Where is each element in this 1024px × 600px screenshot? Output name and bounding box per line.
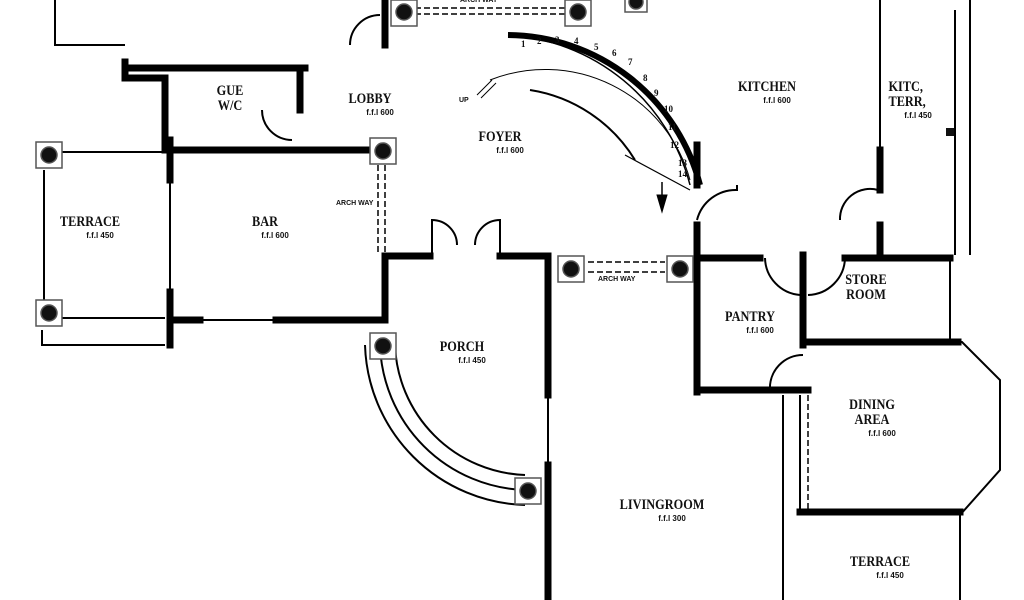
room-ffl: f.f.l 300 bbox=[658, 514, 686, 523]
room-ffl: f.f.l 600 bbox=[763, 96, 791, 105]
stair-step: 10 bbox=[664, 104, 673, 114]
room-name: LOBBY bbox=[348, 91, 392, 107]
room-kitchen-terrace: KITC,TERR,f.f.l 450 bbox=[884, 79, 932, 120]
room-name: GUE bbox=[216, 83, 244, 99]
room-name-2: W/C bbox=[217, 98, 243, 114]
stair-step: 6 bbox=[612, 48, 617, 58]
stair-step: 13 bbox=[678, 158, 687, 168]
staircase bbox=[476, 32, 703, 214]
room-name: KITCHEN bbox=[737, 79, 797, 95]
stair-step: 8 bbox=[643, 73, 648, 83]
stair-step: 9 bbox=[654, 88, 659, 98]
stair-step: 1 bbox=[521, 39, 526, 49]
room-name: KITC, bbox=[888, 79, 924, 95]
stair-step: 5 bbox=[594, 42, 599, 52]
arch-way-label: ARCH WAY bbox=[336, 200, 374, 207]
columns bbox=[35, 0, 954, 505]
room-ffl: f.f.l 450 bbox=[86, 231, 114, 240]
arch-way-label: ARCH WAY bbox=[598, 276, 636, 283]
room-name: STORE bbox=[845, 272, 887, 288]
room-ffl: f.f.l 600 bbox=[496, 146, 524, 155]
stair-step: 2 bbox=[537, 36, 542, 46]
room-name: PORCH bbox=[439, 339, 485, 355]
stair-step: 4 bbox=[574, 36, 579, 46]
arch-way-label: ARCH WAY bbox=[460, 0, 498, 4]
stair-step: 11 bbox=[668, 122, 677, 132]
room-ffl: f.f.l 600 bbox=[746, 326, 774, 335]
walls bbox=[121, 0, 964, 600]
stair-step: 3 bbox=[555, 35, 560, 45]
room-name: BAR bbox=[252, 214, 278, 230]
room-name: PANTRY bbox=[725, 309, 775, 325]
thin-lines bbox=[41, 0, 1001, 600]
room-ffl: f.f.l 600 bbox=[366, 108, 394, 117]
room-ffl: f.f.l 450 bbox=[458, 356, 486, 365]
room-name: TERRACE bbox=[849, 554, 911, 570]
room-ffl: f.f.l 600 bbox=[261, 231, 289, 240]
room-name-2: TERR, bbox=[888, 94, 926, 110]
stair-step: 12 bbox=[670, 140, 679, 150]
room-name-2: AREA bbox=[854, 412, 890, 428]
stair-step: 7 bbox=[628, 57, 633, 67]
room-name: TERRACE bbox=[59, 214, 121, 230]
stair-step: 14 bbox=[678, 169, 687, 179]
room-name: FOYER bbox=[478, 129, 522, 145]
room-name-2: ROOM bbox=[846, 287, 886, 303]
room-ffl: f.f.l 450 bbox=[904, 111, 932, 120]
room-ffl: f.f.l 600 bbox=[868, 429, 896, 438]
room-name: DINING bbox=[849, 397, 895, 413]
stair-up-label: UP bbox=[459, 97, 469, 104]
room-ffl: f.f.l 450 bbox=[876, 571, 904, 580]
room-name: LIVINGROOM bbox=[619, 497, 705, 513]
arch-ways bbox=[377, 7, 809, 510]
